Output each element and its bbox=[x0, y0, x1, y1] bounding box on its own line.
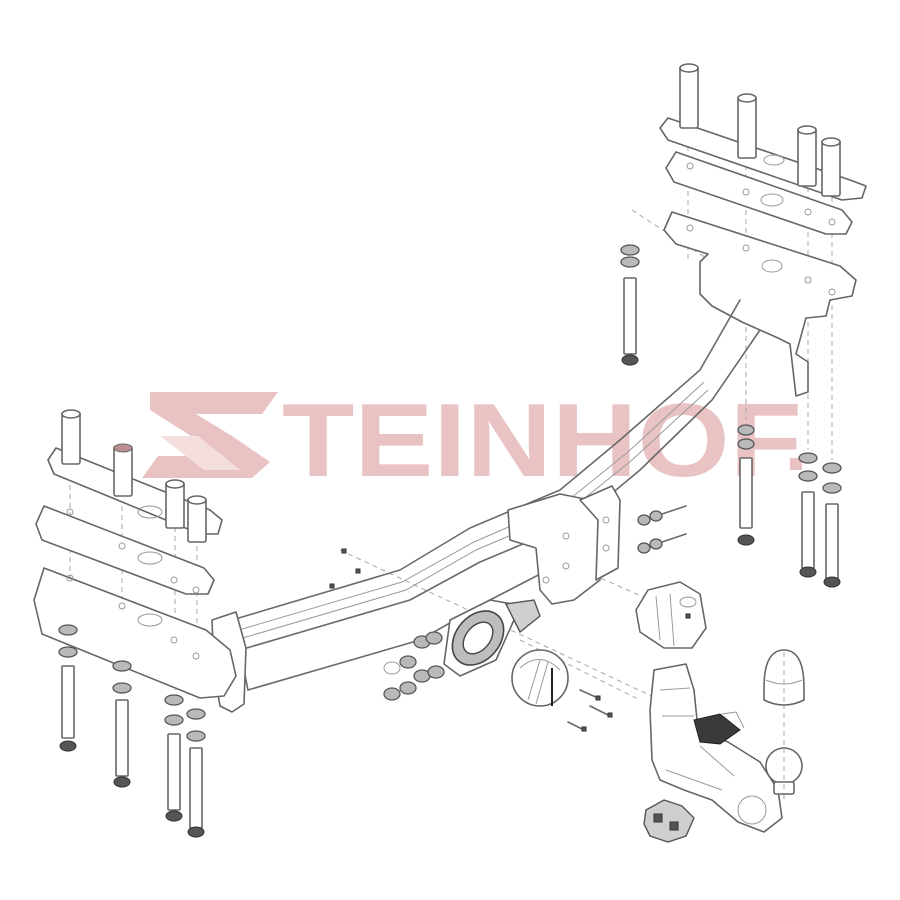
right-mounting-group bbox=[620, 63, 867, 588]
marker-dots bbox=[329, 548, 361, 589]
right-spacer-tubes bbox=[679, 63, 841, 197]
swan-neck-arm bbox=[649, 663, 783, 833]
alignment-lines bbox=[69, 110, 833, 800]
left-spacer-tubes bbox=[61, 409, 207, 543]
right-side-bolt bbox=[620, 244, 640, 366]
svg-text:STEINHOF: STEINHOF bbox=[0, 0, 81, 4]
small-pins bbox=[567, 689, 613, 732]
right-bracket-plate bbox=[663, 211, 857, 397]
center-mount-bracket bbox=[507, 493, 601, 605]
crossbeam bbox=[211, 299, 761, 713]
left-shim-plate bbox=[35, 505, 215, 595]
beam-side-bolts bbox=[637, 505, 687, 554]
lock-socket bbox=[511, 649, 569, 707]
left-mounting-group bbox=[33, 409, 237, 838]
left-vertical-bolts bbox=[58, 624, 206, 838]
steinhof-s-logo-icon bbox=[142, 392, 278, 478]
electrical-socket-plate bbox=[643, 799, 695, 843]
tow-ball bbox=[765, 747, 803, 795]
center-bolt-set bbox=[383, 631, 445, 701]
ball-socket-housing bbox=[443, 599, 541, 677]
watermark-dot bbox=[790, 458, 802, 470]
mount-head bbox=[635, 581, 707, 649]
ball-cap bbox=[763, 649, 805, 706]
watermark-text: TEINHOF bbox=[282, 383, 802, 499]
right-vertical-bolts bbox=[737, 424, 842, 588]
left-bracket-plate bbox=[33, 567, 237, 699]
